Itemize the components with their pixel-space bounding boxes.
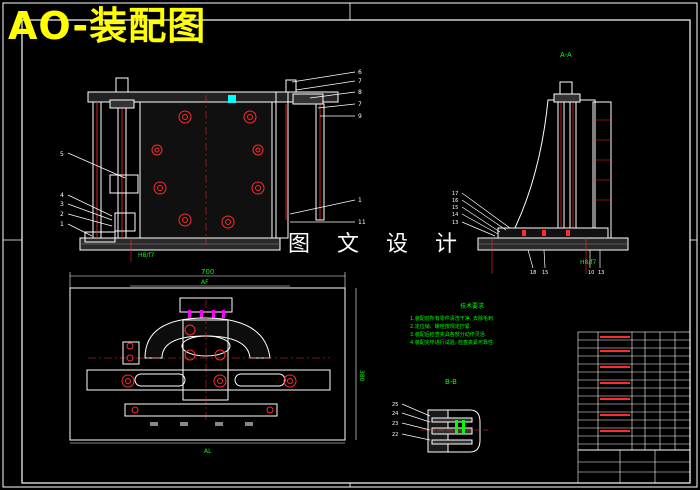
drawing-title: AO-装配图	[8, 4, 207, 48]
callout-side-bottom: 18	[530, 270, 536, 276]
callout-side-left: 13	[452, 220, 458, 226]
watermark-text: 图 文 设 计	[288, 232, 467, 257]
callout-front-right: 1	[358, 197, 362, 204]
callout-front-right: 11	[358, 219, 366, 226]
callout-front-right: 9	[358, 113, 362, 120]
note-3: 3.装配后检查夹具各部分动作灵活.	[410, 331, 487, 338]
fit-label-left: H8/f7	[138, 252, 154, 259]
callout-front-right: 7	[358, 78, 362, 85]
section-bb-label: B-B	[445, 378, 457, 386]
note-2: 2.定位销、螺栓按规定拧紧.	[410, 323, 472, 330]
callout-bb: 25	[392, 402, 398, 408]
front-view: H8/f7	[67, 71, 356, 262]
note-4: 4.装配完毕进行试验, 检查夹紧可靠性.	[410, 339, 495, 346]
callout-front-right: 6	[358, 69, 362, 76]
callout-bb: 22	[392, 432, 398, 438]
callout-front-left: 1	[60, 221, 64, 228]
dim-width: 700	[201, 268, 214, 276]
callout-side-left: 16	[452, 198, 458, 204]
callout-bb: 23	[392, 421, 398, 427]
callout-side-left: 14	[452, 212, 458, 218]
dim-bottom: AL	[204, 448, 212, 455]
inner-frame	[21, 19, 691, 484]
top-view	[69, 272, 357, 444]
callout-front-left: 3	[60, 201, 64, 208]
callout-front-right: 7	[358, 101, 362, 108]
callout-side-bottom: 10	[588, 270, 594, 276]
notes-heading: 技术要求	[460, 302, 484, 310]
callout-bb: 24	[392, 411, 398, 417]
dim-side: 380	[358, 370, 365, 382]
callout-side-left: 15	[452, 205, 458, 211]
bom-table	[577, 331, 691, 484]
callout-front-right: 8	[358, 89, 362, 96]
callout-side-left: 17	[452, 191, 458, 197]
notes-block: 技术要求 1.装配前所有零件清洗干净, 去除毛刺. 2.定位销、螺栓按规定拧紧.…	[410, 302, 495, 346]
callout-front-left: 5	[60, 151, 64, 158]
callout-side-bottom: 13	[598, 270, 604, 276]
section-aa-label: A-A	[560, 51, 572, 59]
callout-front-left: 2	[60, 211, 64, 218]
fit-label-right: H8/f7	[580, 259, 596, 266]
callout-front-left: 4	[60, 192, 64, 199]
side-view: H8/f7	[461, 81, 629, 274]
callout-side-bottom: 15	[542, 270, 548, 276]
detail-bb	[401, 403, 488, 453]
note-1: 1.装配前所有零件清洗干净, 去除毛刺.	[410, 315, 495, 322]
dim-inner: AF	[201, 279, 209, 286]
